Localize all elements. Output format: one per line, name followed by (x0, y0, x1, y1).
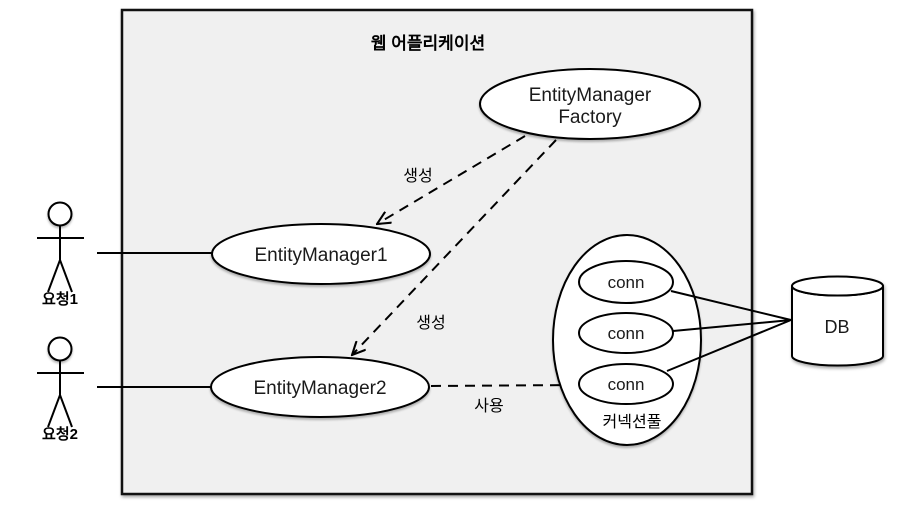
em1-label: EntityManager1 (254, 245, 387, 266)
factory-label-line2: Factory (558, 107, 622, 128)
conn1-ellipse (578, 260, 674, 304)
actor2-body (37, 360, 84, 428)
actor1-label: 요청1 (42, 291, 78, 308)
actor2-label: 요청2 (42, 426, 78, 443)
db-label: DB (824, 317, 849, 337)
node-entitymanager1: EntityManager1 (211, 223, 431, 285)
conn1-label: conn (608, 273, 645, 292)
edge-factory-creates-em1 (377, 135, 526, 224)
diagram-title: 웹 어플리케이션 (371, 34, 485, 53)
edge-label-create1: 생성 (403, 167, 432, 185)
conn3-ellipse (578, 363, 674, 405)
edge-em2-uses-pool (430, 385, 578, 386)
em2-label: EntityManager2 (253, 378, 386, 399)
node-connection-pool: conn conn conn 커넥션풀 (552, 234, 702, 446)
em2-ellipse (210, 356, 430, 418)
node-entitymanager2: EntityManager2 (210, 356, 430, 418)
conn2-label: conn (608, 324, 645, 343)
factory-label-line1: EntityManager (529, 85, 652, 106)
edge-factory-creates-em2 (352, 139, 557, 355)
edges-conn-to-db (666, 290, 792, 372)
factory-ellipse (479, 68, 701, 140)
conn2-ellipse (578, 312, 674, 354)
actor-request1: 요청1 (37, 201, 84, 308)
em1-ellipse (211, 223, 431, 285)
db-cylinder-top (791, 275, 884, 297)
actor1-head (47, 201, 73, 227)
actor-request2: 요청2 (37, 336, 84, 443)
edge-label-create2: 생성 (416, 314, 445, 332)
node-db: DB (791, 275, 884, 367)
pool-label: 커넥션풀 (603, 413, 662, 431)
actor2-head (47, 336, 73, 362)
conn3-label: conn (608, 375, 645, 394)
edge-label-use: 사용 (474, 397, 503, 415)
node-entitymanager-factory: EntityManager Factory (479, 68, 701, 140)
actor1-body (37, 225, 84, 293)
